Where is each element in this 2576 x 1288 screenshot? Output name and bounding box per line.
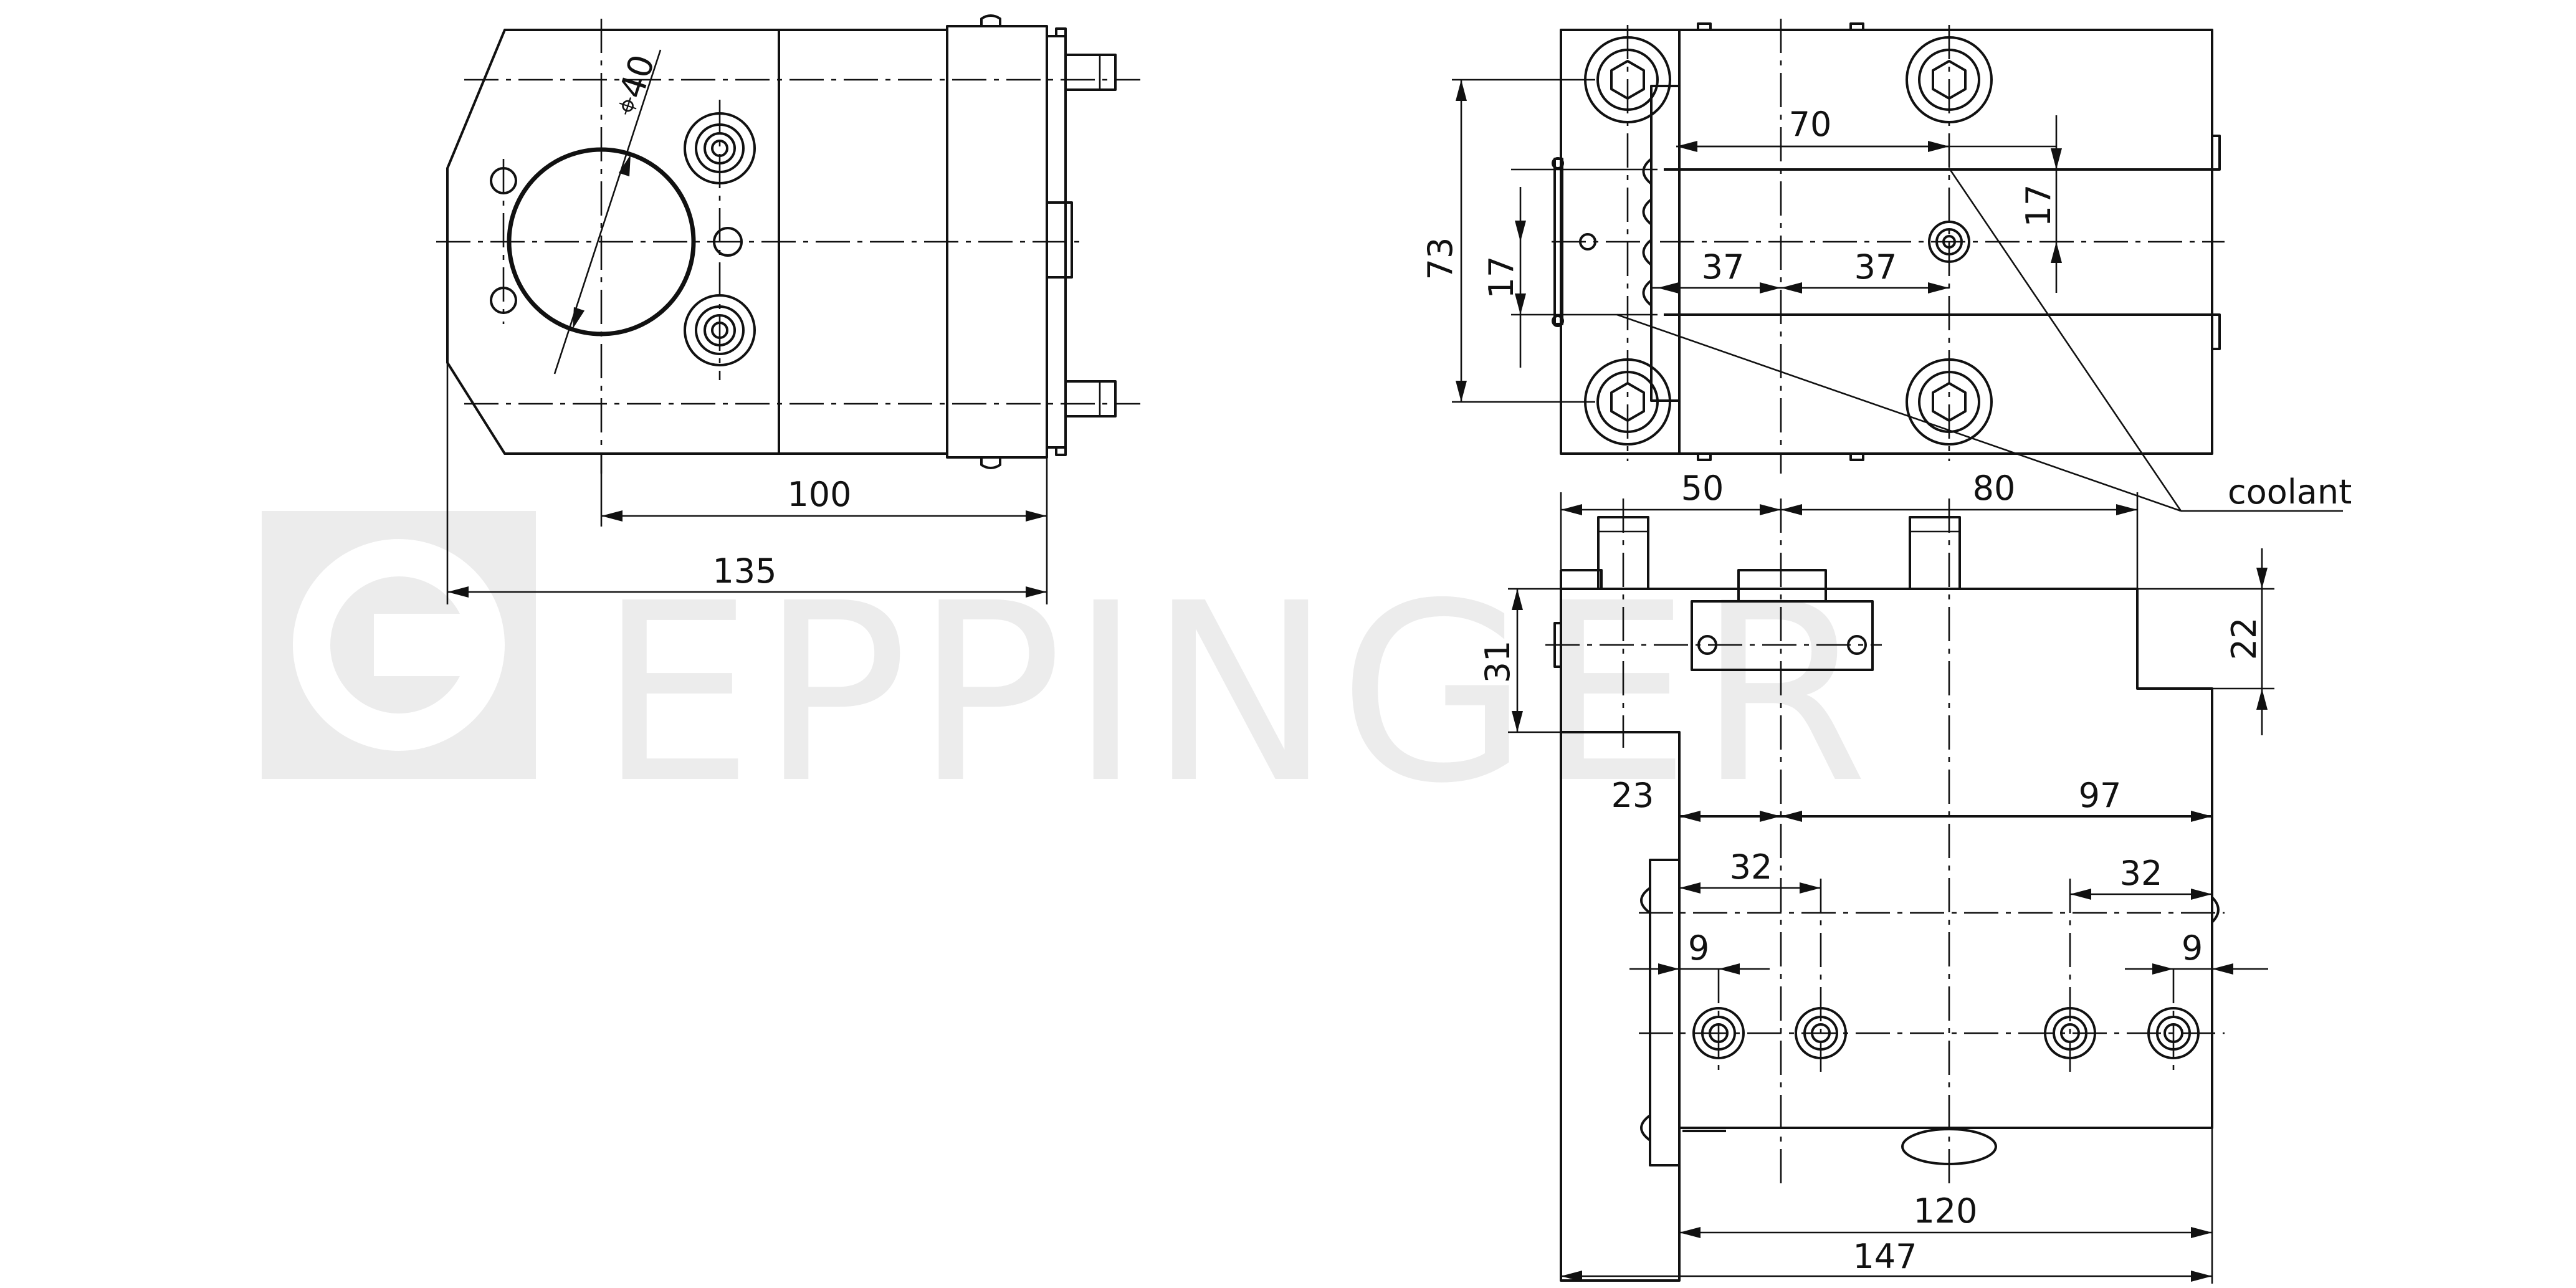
side-view: 50 80 31 22 23 97 32 32: [1478, 469, 2274, 1284]
dim-73: 73: [1421, 237, 1460, 280]
dim-22: 22: [2225, 618, 2264, 661]
eppinger-watermark: EPPINGER: [262, 511, 1874, 837]
front-view: 100 135 ⌖40: [436, 14, 1140, 604]
dim-diameter-40: ⌖40: [606, 50, 662, 121]
dim-32-b: 32: [2120, 854, 2163, 893]
coolant-label: coolant: [2228, 472, 2352, 512]
top-view: 73 17 70 17 37 37 coolant: [1421, 19, 2352, 512]
dim-9-a: 9: [1688, 928, 1709, 968]
eppinger-logo-mark: [262, 511, 536, 779]
dim-70: 70: [1789, 105, 1832, 144]
dim-80: 80: [1973, 469, 2016, 508]
dim-9-b: 9: [2182, 928, 2203, 968]
dim-31: 31: [1478, 641, 1517, 684]
dim-97: 97: [2079, 776, 2122, 815]
dim-50: 50: [1681, 469, 1724, 508]
dim-32-a: 32: [1730, 847, 1773, 887]
dim-17-left: 17: [1482, 256, 1521, 299]
dim-147: 147: [1853, 1237, 1917, 1276]
dim-120: 120: [1913, 1191, 1977, 1231]
dim-135: 135: [712, 551, 776, 591]
dim-37-b: 37: [1854, 247, 1897, 287]
dim-37-a: 37: [1702, 247, 1745, 287]
dim-23: 23: [1611, 776, 1654, 815]
dim-17-right: 17: [2019, 184, 2058, 227]
dim-100: 100: [787, 475, 851, 514]
eppinger-watermark-text: EPPINGER: [598, 551, 1874, 837]
